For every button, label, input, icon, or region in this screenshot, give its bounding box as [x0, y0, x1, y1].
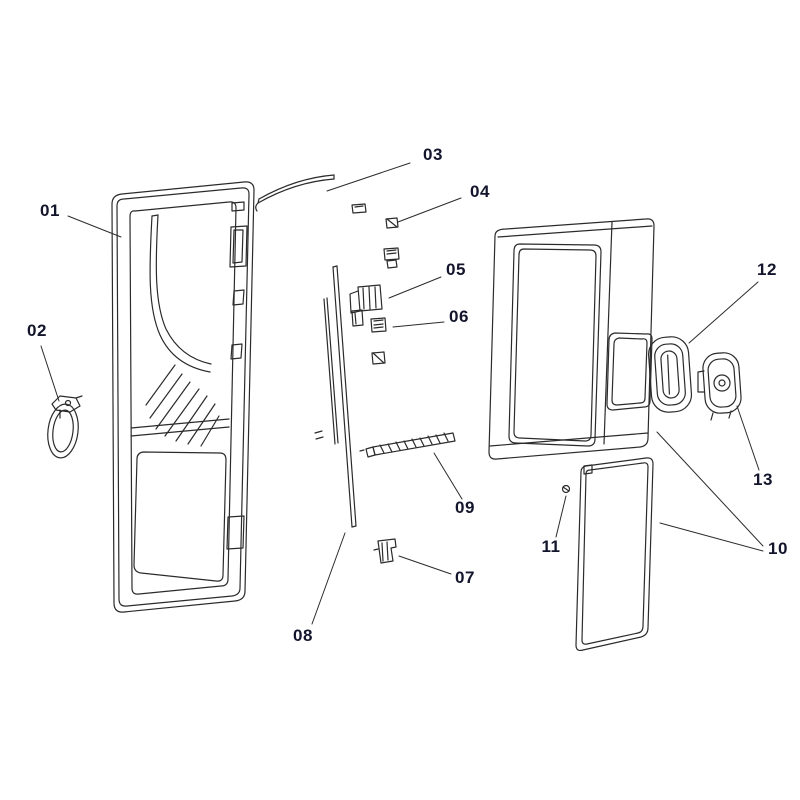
part-label-13: 13 — [753, 470, 773, 489]
door-inner-frame-drawing — [111, 181, 255, 613]
part-label-05: 05 — [446, 260, 466, 279]
part-label-01: 01 — [40, 201, 60, 220]
locking-rod-drawing — [314, 265, 357, 528]
lock-latch-drawing — [47, 395, 83, 459]
screw-drawing — [561, 484, 571, 494]
part-label-10: 10 — [768, 539, 788, 558]
hinge-bracket-drawing — [349, 247, 400, 327]
part-label-09: 09 — [455, 498, 475, 517]
small-clip-drawing — [370, 317, 387, 365]
part-label-04: 04 — [470, 182, 490, 201]
outer-door-panels-drawing — [488, 218, 655, 652]
part-label-08: 08 — [293, 626, 313, 645]
top-trim-drawing — [255, 174, 335, 212]
part-label-06: 06 — [449, 307, 469, 326]
part-label-03: 03 — [423, 145, 443, 164]
lock-cylinder-cover-drawing — [697, 352, 742, 421]
lower-bracket-drawing — [373, 538, 397, 564]
door-handle-drawing — [648, 336, 693, 413]
part-label-11: 11 — [541, 537, 561, 556]
part-label-07: 07 — [455, 568, 475, 587]
part-label-02: 02 — [27, 321, 47, 340]
leader-lines — [40, 162, 764, 625]
clip-fasteners-drawing — [351, 203, 399, 229]
part-label-12: 12 — [757, 260, 777, 279]
slide-rail-drawing — [359, 432, 456, 458]
